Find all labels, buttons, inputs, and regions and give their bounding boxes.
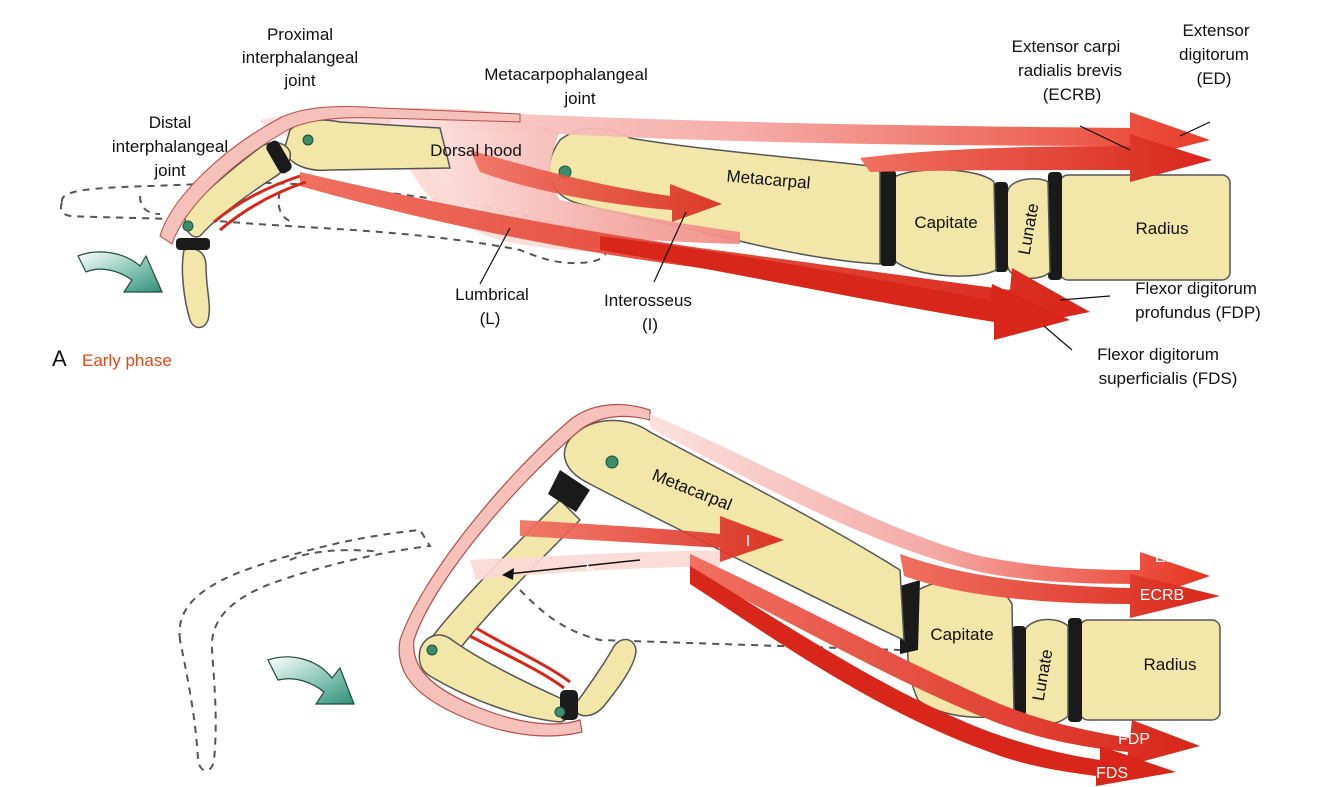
dip-label-2: interphalangeal: [112, 137, 228, 156]
lumbrical-label-b: L: [586, 557, 595, 574]
pip-label-3: joint: [283, 71, 315, 90]
fdp-label-1: Flexor digitorum: [1135, 279, 1257, 298]
interosseus-label-b: I: [746, 533, 750, 550]
panel-a: Proximal interphalangeal joint Distal in…: [52, 21, 1261, 388]
pip-axis-dot-a: [302, 134, 314, 146]
panel-b: Metacarpal I L ED ECRB Capitate Lunate R…: [178, 403, 1221, 786]
panel-letter-a: A: [52, 346, 67, 371]
mcp-label-1: Metacarpophalangeal: [484, 65, 648, 84]
pip-axis-dot-b: [426, 644, 438, 656]
fdp-leader-a: [1059, 295, 1111, 301]
fdp-tendon-b: [690, 554, 1200, 766]
joint-capitate-metacarpal-a: [880, 170, 896, 266]
fdp-label-b: FDP: [1118, 731, 1150, 748]
interosseus-b: [520, 516, 784, 562]
finger-flexor-b: [469, 626, 571, 690]
ed-leader-a: [1179, 121, 1211, 137]
ed-label-3: (ED): [1197, 69, 1232, 88]
mcp-joint-b: [548, 470, 590, 512]
fdp-label-2: profundus (FDP): [1135, 303, 1261, 322]
joint-lunate-capitate-a: [994, 182, 1008, 272]
finger-flexor-a: [213, 174, 307, 232]
dip-label-1: Distal: [149, 113, 192, 132]
fds-tendon-b: [690, 566, 1176, 786]
dip-label-3: joint: [153, 161, 185, 180]
finger-outline-b: [178, 528, 432, 772]
fds-label-1: Flexor digitorum: [1097, 345, 1219, 364]
dip-axis-dot-a: [182, 220, 194, 232]
radius-label-a: Radius: [1136, 219, 1189, 238]
fds-label-2: superficialis (FDS): [1099, 369, 1238, 388]
mcp-axis-dot-b: [605, 455, 619, 469]
motion-arrow-a: [77, 251, 163, 293]
capitate-label-a: Capitate: [914, 213, 977, 232]
mcp-label-2: joint: [563, 89, 595, 108]
ed-label-1: Extensor: [1182, 21, 1249, 40]
finger-outline-b-2: [289, 549, 901, 651]
joint-capitate-metacarpal-b: [900, 580, 920, 654]
lumbrical-label-1: Lumbrical: [455, 285, 529, 304]
extensor-wrap-b: [398, 403, 651, 737]
fds-leader-a: [1043, 325, 1073, 351]
interosseus-label-1: Interosseus: [604, 291, 692, 310]
lumbrical-leader-a: [479, 227, 511, 285]
ecrb-tendon-b: [900, 554, 1220, 618]
ecrb-label-3: (ECRB): [1043, 85, 1102, 104]
finger-outline-a-mid: [139, 191, 293, 223]
ecrb-label-2: radialis brevis: [1018, 61, 1122, 80]
distal-phalanx-a: [181, 248, 211, 329]
pip-label-1: Proximal: [267, 25, 333, 44]
ed-label-b: ED: [1155, 549, 1177, 566]
lumbrical-arrow-line-b: [507, 559, 641, 575]
fds-tendon-a: [600, 236, 1070, 340]
ecrb-leader-a: [1079, 125, 1131, 151]
capitate-label-b: Capitate: [930, 625, 993, 644]
radius-label-b: Radius: [1144, 655, 1197, 674]
fds-label-b: FDS: [1096, 765, 1128, 782]
phase-label-a: Early phase: [82, 351, 172, 370]
ecrb-label-1: Extensor carpi: [1012, 37, 1121, 56]
ecrb-label-b: ECRB: [1140, 587, 1184, 604]
lumbrical-arrowhead-b: [502, 568, 514, 580]
joint-lunate-capitate-b: [1012, 626, 1026, 716]
ed-label-2: digitorum: [1179, 45, 1249, 64]
pip-joint-a: [266, 140, 292, 174]
dip-axis-dot-b: [554, 706, 566, 718]
interosseus-leader-a: [653, 211, 687, 283]
motion-arrow-b: [267, 656, 355, 705]
extensor-expansion-a: [159, 105, 521, 245]
dip-joint-a: [176, 238, 210, 250]
interosseus-label-2: (I): [642, 315, 658, 334]
joint-radius-lunate-b: [1068, 618, 1082, 722]
ecrb-tendon-a: [860, 134, 1212, 182]
lumbrical-label-2: (L): [480, 309, 501, 328]
distal-phalanx-b: [573, 638, 637, 717]
pip-label-2: interphalangeal: [242, 48, 358, 67]
joint-radius-lunate-a: [1048, 172, 1062, 280]
dorsal-hood-label: Dorsal hood: [430, 141, 522, 160]
interosseus-a: [470, 150, 722, 222]
